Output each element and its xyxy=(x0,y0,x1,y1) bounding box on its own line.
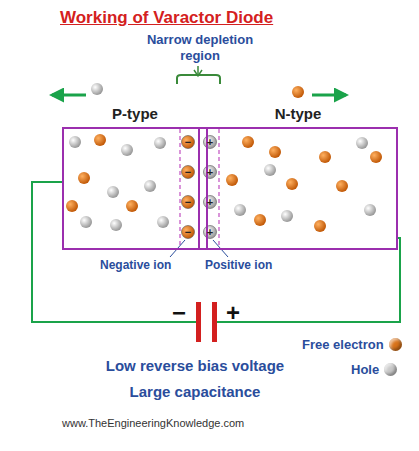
hole xyxy=(364,204,376,216)
semiconductor-region: N-type xyxy=(198,127,398,250)
negative-ion xyxy=(182,196,195,209)
legend-item: Hole xyxy=(351,362,397,377)
negative-ion xyxy=(182,226,195,239)
free-electron xyxy=(254,214,266,226)
pointer-head xyxy=(194,70,202,76)
legend-item: Free electron xyxy=(302,337,402,352)
positive-ion xyxy=(204,166,217,179)
watermark: www.TheEngineeringKnowledge.com xyxy=(62,417,322,430)
depletion-edge xyxy=(218,129,219,248)
hole xyxy=(110,219,122,231)
ion-sign: + xyxy=(204,226,216,238)
hole xyxy=(80,216,92,228)
ion-label: Negative ion xyxy=(100,258,195,272)
free-electron xyxy=(94,134,106,146)
free-electron xyxy=(269,146,281,158)
condition-note: Low reverse bias voltage xyxy=(60,357,330,375)
battery-terminal: − xyxy=(168,298,190,327)
legend-swatch xyxy=(384,363,397,376)
hole xyxy=(356,137,368,149)
ion-sign: − xyxy=(182,196,194,208)
depletion-edge xyxy=(179,129,180,248)
positive-ion xyxy=(204,226,217,239)
ion-sign: − xyxy=(182,226,194,238)
ion-sign: − xyxy=(182,166,194,178)
free-electron xyxy=(126,200,138,212)
hole xyxy=(281,210,293,222)
positive-ion xyxy=(204,196,217,209)
ion-sign: + xyxy=(204,136,216,148)
free-electron xyxy=(370,151,382,163)
ion-sign: + xyxy=(204,166,216,178)
battery-terminal: + xyxy=(222,298,244,327)
negative-ion xyxy=(182,136,195,149)
battery-plate xyxy=(212,302,217,342)
circuit-wire xyxy=(32,182,400,322)
hole xyxy=(157,216,169,228)
region-label: P-type xyxy=(64,105,206,122)
battery-plate xyxy=(196,302,201,342)
result-note: Large capacitance xyxy=(60,383,330,401)
ion-label: Positive ion xyxy=(205,258,295,272)
hole xyxy=(91,83,103,95)
ion-sign: − xyxy=(182,136,194,148)
free-electron xyxy=(319,151,331,163)
free-electron xyxy=(286,178,298,190)
diagram-title: Working of Varactor Diode xyxy=(60,8,273,28)
region-label: N-type xyxy=(200,105,396,122)
hole xyxy=(69,136,81,148)
free-electron xyxy=(292,86,304,98)
free-electron xyxy=(314,220,326,232)
legend-text: Free electron xyxy=(302,337,384,352)
free-electron xyxy=(336,180,348,192)
free-electron xyxy=(226,174,238,186)
free-electron xyxy=(78,172,90,184)
hole xyxy=(154,137,166,149)
hole xyxy=(264,164,276,176)
pointer-arrow xyxy=(197,66,199,74)
hole xyxy=(234,204,246,216)
ion-sign: + xyxy=(204,196,216,208)
legend-swatch xyxy=(389,338,402,351)
region-label: Narrow depletion region xyxy=(140,32,260,64)
positive-ion xyxy=(204,136,217,149)
hole xyxy=(121,144,133,156)
free-electron xyxy=(66,200,78,212)
drift-arrow xyxy=(312,94,346,97)
negative-ion xyxy=(182,166,195,179)
legend-text: Hole xyxy=(351,362,379,377)
battery-gap xyxy=(201,316,212,328)
hole xyxy=(107,186,119,198)
hole xyxy=(144,180,156,192)
free-electron xyxy=(242,136,254,148)
drift-arrow xyxy=(52,94,86,97)
